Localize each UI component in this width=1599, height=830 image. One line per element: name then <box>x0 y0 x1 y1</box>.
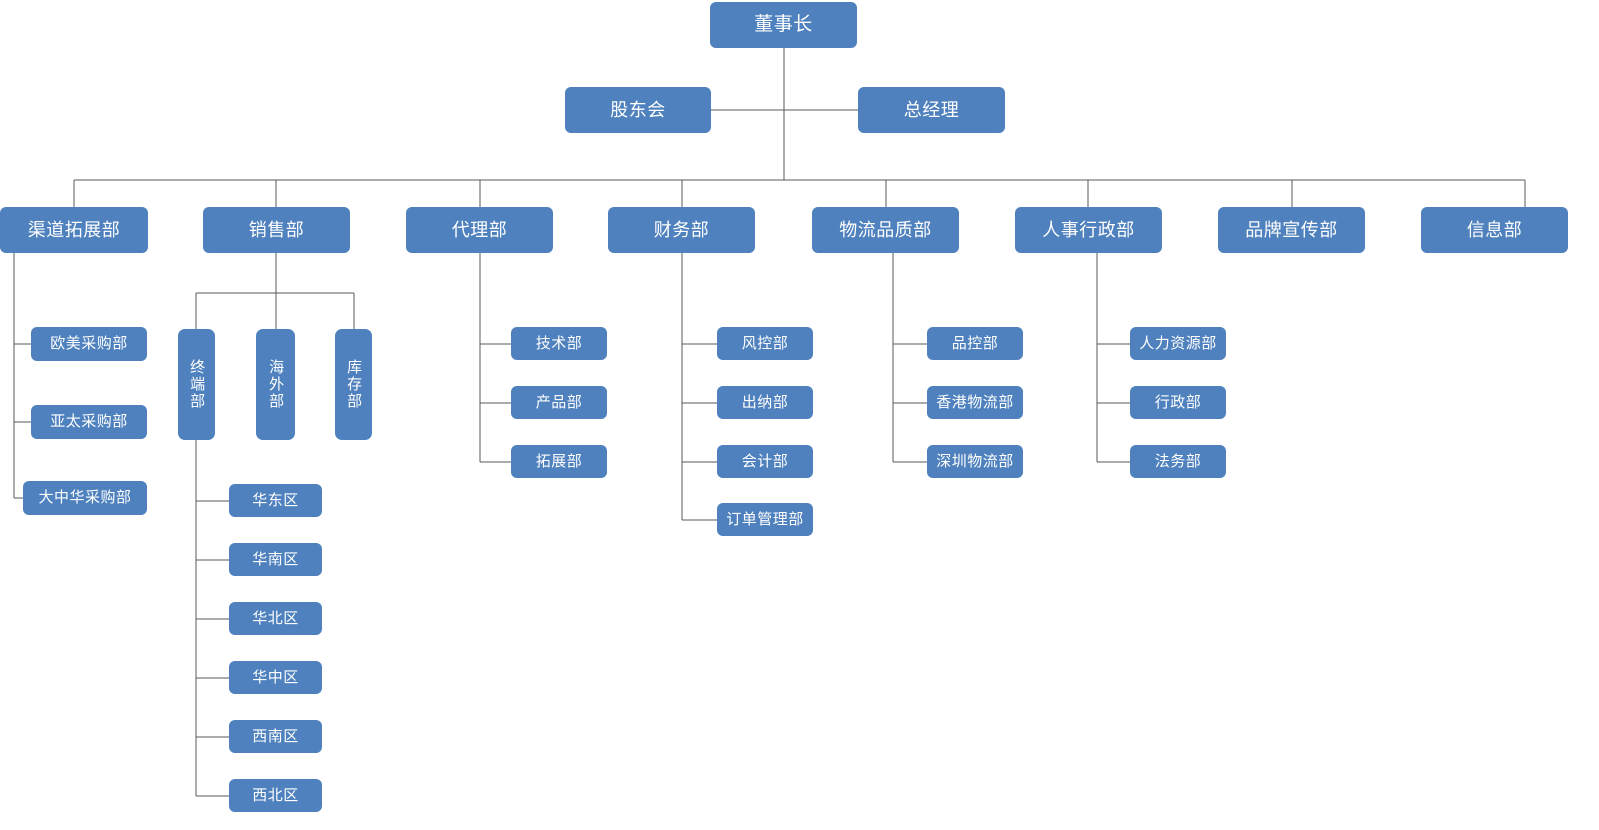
node-department-sales[interactable]: 销售部 <box>203 207 350 253</box>
node-inventory-division[interactable]: 库存部 <box>335 329 372 440</box>
node-purchasing-europe-america[interactable]: 欧美采购部 <box>31 327 147 361</box>
node-purchasing-asia-pacific[interactable]: 亚太采购部 <box>31 405 147 439</box>
node-shareholders[interactable]: 股东会 <box>565 87 711 133</box>
node-order-management-division[interactable]: 订单管理部 <box>717 503 813 536</box>
node-region-northwest[interactable]: 西北区 <box>229 779 322 812</box>
node-shenzhen-logistics-division[interactable]: 深圳物流部 <box>927 445 1023 478</box>
node-department-agency[interactable]: 代理部 <box>406 207 553 253</box>
node-overseas-division[interactable]: 海外部 <box>256 329 295 440</box>
node-department-information[interactable]: 信息部 <box>1421 207 1568 253</box>
node-general-manager[interactable]: 总经理 <box>858 87 1005 133</box>
node-hongkong-logistics-division[interactable]: 香港物流部 <box>927 386 1023 419</box>
node-risk-control-division[interactable]: 风控部 <box>717 327 813 360</box>
node-department-hr-admin[interactable]: 人事行政部 <box>1015 207 1162 253</box>
node-terminal-division[interactable]: 终端部 <box>178 329 215 440</box>
node-administration-division[interactable]: 行政部 <box>1130 386 1226 419</box>
node-quality-control-division[interactable]: 品控部 <box>927 327 1023 360</box>
node-purchasing-greater-china[interactable]: 大中华采购部 <box>23 481 147 515</box>
node-region-north-china[interactable]: 华北区 <box>229 602 322 635</box>
node-legal-affairs-division[interactable]: 法务部 <box>1130 445 1226 478</box>
node-expansion-division[interactable]: 拓展部 <box>511 445 607 478</box>
node-region-southwest[interactable]: 西南区 <box>229 720 322 753</box>
node-human-resources-division[interactable]: 人力资源部 <box>1130 327 1226 360</box>
node-technology-division[interactable]: 技术部 <box>511 327 607 360</box>
node-department-channel-development[interactable]: 渠道拓展部 <box>0 207 148 253</box>
node-department-finance[interactable]: 财务部 <box>608 207 755 253</box>
node-department-brand-promotion[interactable]: 品牌宣传部 <box>1218 207 1365 253</box>
node-chairman[interactable]: 董事长 <box>710 2 857 48</box>
node-cashier-division[interactable]: 出纳部 <box>717 386 813 419</box>
node-region-south-china[interactable]: 华南区 <box>229 543 322 576</box>
node-region-east-china[interactable]: 华东区 <box>229 484 322 517</box>
node-department-logistics-quality[interactable]: 物流品质部 <box>812 207 959 253</box>
node-region-central-china[interactable]: 华中区 <box>229 661 322 694</box>
node-product-division[interactable]: 产品部 <box>511 386 607 419</box>
node-accounting-division[interactable]: 会计部 <box>717 445 813 478</box>
